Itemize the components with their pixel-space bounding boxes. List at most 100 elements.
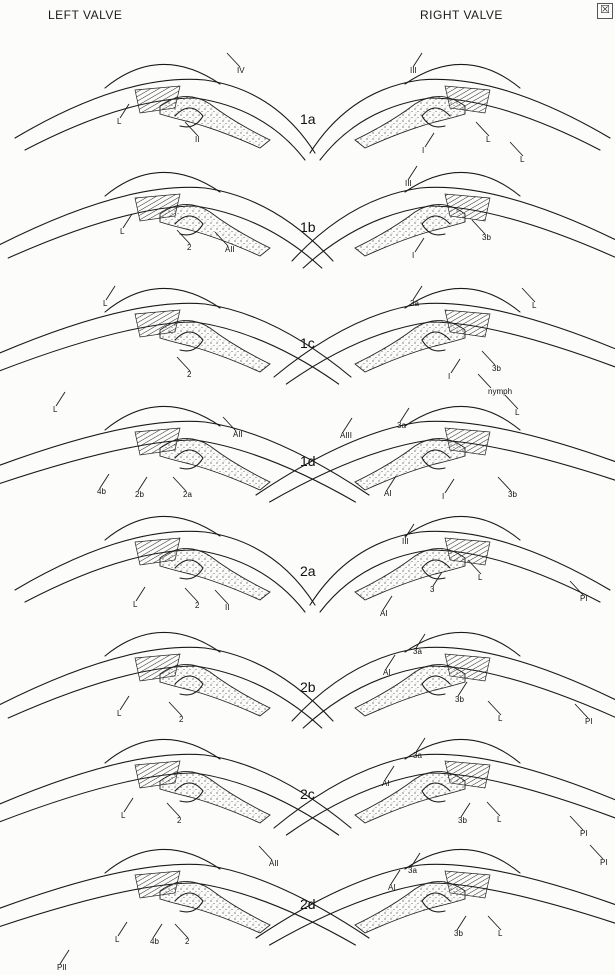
leader-line [461,803,470,817]
umbo-outline [405,64,520,88]
part-label: 3b [508,490,517,499]
leader-line [259,846,272,860]
part-label: PII [57,963,67,972]
umbo-outline [405,288,520,312]
part-label: AII [225,245,235,254]
leader-line [173,477,186,491]
part-label: 3a [413,751,422,760]
leader-line [415,238,424,252]
leader-line [175,924,188,938]
leader-line [590,845,603,859]
part-label: 2 [195,601,200,610]
leader-line [136,587,145,601]
part-label: L [121,811,126,820]
umbo-outline [405,849,520,873]
part-label: 3b [455,695,464,704]
umbo-outline [105,849,220,873]
part-label: 2 [185,937,190,946]
part-label: PI [580,594,588,603]
hinge-tooth [355,881,465,933]
leader-line [124,798,133,812]
part-label: I [442,492,444,501]
part-label: 2 [187,370,192,379]
leader-line [120,104,129,118]
part-label: AI [382,779,390,788]
part-label: 2 [177,816,182,825]
part-label: L [117,709,122,718]
hinge-tooth [160,438,270,490]
part-label: 2 [187,243,192,252]
umbo-outline [405,632,520,656]
leader-line [488,916,501,930]
part-label: AIII [340,431,352,440]
part-label: 4b [150,937,159,946]
part-label: PI [585,717,593,726]
hinge-tooth [355,664,465,716]
stage-row-2b: 2bL23aAI3bLPI [0,632,615,728]
part-label: IV [237,66,245,75]
stage-label: 1a [300,111,316,127]
leader-line [383,596,392,610]
part-label: 3a [413,647,422,656]
part-label: II [225,603,229,612]
hinge-tooth [160,664,270,716]
leader-line [227,53,240,67]
leader-line [386,655,395,669]
part-label: III [405,179,412,188]
umbo-outline [105,172,220,196]
part-label: L [133,600,138,609]
part-label: 3 [430,585,435,594]
leader-line [385,766,394,780]
part-label: L [515,408,520,417]
stage-row-1c: 1cL23aL3bI [0,286,615,384]
leader-line [482,351,495,365]
part-label: III [410,66,417,75]
leader-line [391,870,400,884]
umbo-outline [105,406,220,430]
leader-line [177,230,190,244]
leader-line [153,924,162,938]
leader-line [100,474,109,488]
part-label: 3b [454,929,463,938]
part-label: III [402,537,409,546]
leader-line [138,477,147,491]
hinge-tooth [160,320,270,372]
part-label: L [120,227,125,236]
umbo-outline [405,516,520,540]
part-label: L [478,573,483,582]
part-label: 2 [179,715,184,724]
part-label: 3b [482,233,491,242]
hinge-tooth [355,548,465,600]
leader-line [120,696,129,710]
part-label: 4b [97,487,106,496]
leader-line [498,477,511,491]
leader-line [185,588,198,602]
leader-line [476,122,489,136]
leader-line [167,803,180,817]
leader-line [570,816,583,830]
part-label: 3b [458,816,467,825]
stage-row-1b: 1bL2AIILIII3bI [0,142,615,268]
part-label: L [520,155,525,164]
part-label: L [498,714,503,723]
leader-line [413,53,422,67]
part-label: 3a [408,866,417,875]
part-label: AII [269,859,279,868]
part-label: L [117,117,122,126]
leader-line [408,166,417,180]
umbo-outline [405,406,520,430]
umbo-outline [105,288,220,312]
leader-line [425,133,434,147]
part-label: L [53,405,58,414]
leader-line [118,922,127,936]
umbo-outline [105,516,220,540]
hinge-tooth [160,96,270,148]
part-label: II [195,135,199,144]
stage-row-1d: 1dLAII4b2b2anymphLAIII3aAII3b [0,374,615,502]
leader-line [510,142,523,156]
leader-line [457,916,466,930]
leader-line [451,359,460,373]
leader-line [223,417,236,431]
